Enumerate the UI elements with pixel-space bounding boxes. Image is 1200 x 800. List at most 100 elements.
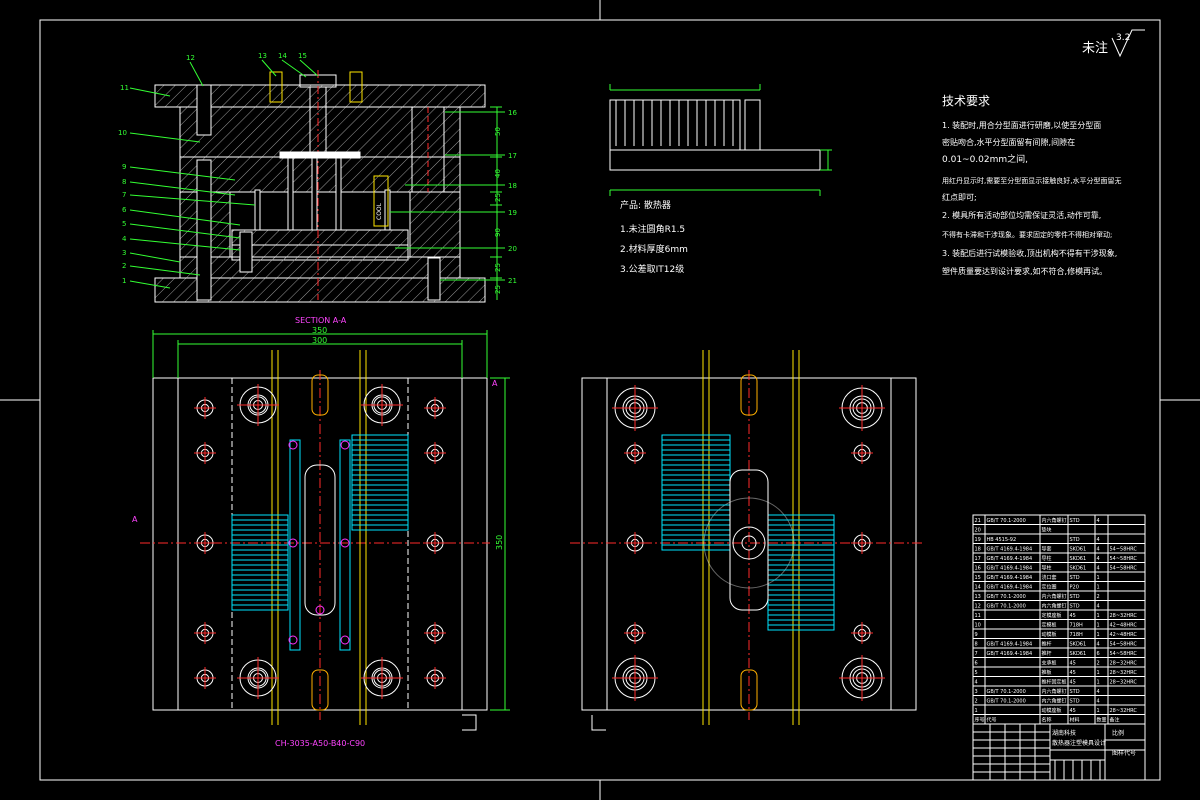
dim-350-width: 350: [312, 326, 327, 335]
callout-19: 19: [508, 209, 517, 217]
bom-cell: 垫块: [1042, 527, 1052, 534]
bom-cell: 4: [1097, 699, 1100, 705]
dim-25c: 25: [494, 285, 502, 294]
bom-cell: SKD61: [1070, 556, 1087, 562]
note-label: 未注: [1082, 41, 1108, 56]
bom-header-cell: 代号: [987, 717, 997, 724]
bom-cell: 内六角螺钉: [1042, 698, 1067, 705]
bom-cell: 1: [1097, 575, 1100, 581]
callout-20: 20: [508, 245, 517, 253]
dim-25b: 25: [494, 263, 502, 272]
product-drawing: [609, 84, 832, 196]
bom-cell: 21: [975, 518, 981, 524]
marker-a-left: A: [132, 515, 138, 524]
dim-300-width: 300: [312, 336, 327, 345]
bom-cell: STD: [1070, 604, 1080, 610]
callout-16: 16: [508, 109, 517, 117]
ejector-pin-hole: [288, 635, 298, 645]
bom-cell: GB/T 4169.4-1984: [987, 585, 1033, 591]
bom-cell: STD: [1070, 575, 1080, 581]
bom-cell: 12: [975, 604, 981, 610]
callout-14: 14: [278, 52, 287, 60]
bom-cell: 4: [1097, 689, 1100, 695]
plan-view-right: [570, 350, 925, 725]
bom-cell: GB/T 4169.4-1984: [987, 575, 1033, 581]
fin-block: [231, 514, 289, 611]
callout-numbers: 11 10 9 8 7 6 5 4 3 2 1 12 13 14 15 16 1…: [118, 52, 517, 285]
bom-cell: GB/T 70.1-2000: [987, 699, 1026, 705]
bom-cell: STD: [1070, 594, 1080, 600]
callout-leaders-right: [390, 111, 505, 281]
callout-7: 7: [122, 191, 126, 199]
bom-cell: 42~48HRC: [1110, 632, 1138, 638]
bom-cell: 内六角螺钉: [1042, 603, 1067, 610]
bom-cell: 16: [975, 566, 981, 572]
bom-cell: 1: [1097, 708, 1100, 714]
marker-a-right: A: [492, 379, 498, 388]
roughness-note: 未注 3.2: [1082, 29, 1145, 58]
bom-cell: 28~32HRC: [1110, 708, 1138, 714]
bom-cell: 4: [1097, 556, 1100, 562]
bom-cell: 1: [1097, 632, 1100, 638]
bom-cell: 1: [1097, 623, 1100, 629]
bom-cell: 5: [975, 670, 978, 676]
bom-cell: 推杆固定板: [1042, 679, 1067, 686]
fin-block: [767, 514, 835, 631]
tech-line-5: 红点即可;: [942, 192, 977, 202]
bom-cell: 支承板: [1042, 660, 1057, 667]
callout-17: 17: [508, 152, 517, 160]
bom-cell: 7: [975, 651, 978, 657]
bom-cell: GB/T 4169.4-1984: [987, 556, 1033, 562]
bom-cell: 内六角螺钉: [1042, 593, 1067, 600]
spacer-block-right: [409, 191, 461, 258]
ejector-retainer-plate: [231, 229, 409, 246]
product-item-3: 3.公差取IT12级: [620, 263, 684, 275]
bom-cell: SKD61: [1070, 566, 1087, 572]
support-plate: [179, 256, 461, 279]
bom-cell: 1: [1097, 670, 1100, 676]
mold-base-code: CH-3035-A50-B40-C90: [275, 739, 365, 748]
bom-cell: STD: [1070, 518, 1080, 524]
bom-cell: GB/T 4169.4-1984: [987, 642, 1033, 648]
callout-15: 15: [298, 52, 307, 60]
bom-header-cell: 备注: [1110, 717, 1120, 724]
drawing-code: 图样代号: [1112, 749, 1136, 757]
cavity-plate: [179, 106, 461, 158]
plan-dims: [152, 330, 510, 711]
bom-cell: 2: [1097, 661, 1100, 667]
bom-cell: 718H: [1070, 623, 1084, 629]
bom-cell: 2: [975, 699, 978, 705]
bom-cell: 14: [975, 585, 981, 591]
bom-cell: 28~32HRC: [1110, 670, 1138, 676]
plan-view-left: [140, 350, 490, 725]
bom-cell: GB/T 4169.4-1984: [987, 651, 1033, 657]
tech-title: 技术要求: [942, 94, 990, 108]
bom-cell: STD: [1070, 699, 1080, 705]
bom-cell: 54~58HRC: [1110, 642, 1138, 648]
bom-cell: 4: [1097, 537, 1100, 543]
dim-40: 40: [494, 169, 502, 178]
bom-cell: 718H: [1070, 632, 1084, 638]
bom-cell: 内六角螺钉: [1042, 517, 1067, 524]
bom-cell: 推杆: [1042, 641, 1052, 648]
bom-cell: STD: [1070, 689, 1080, 695]
screws: [196, 84, 441, 301]
bom-cell: 54~58HRC: [1110, 547, 1138, 553]
bom-cell: 导柱: [1042, 565, 1052, 572]
product-info: 产品: 散热器 1.未注圆角R1.5 2.材料厚度6mm 3.公差取IT12级: [620, 199, 688, 275]
ejector-pin-hole: [315, 605, 325, 615]
callout-18: 18: [508, 182, 517, 190]
callout-11: 11: [120, 84, 129, 92]
bom-cell: 54~58HRC: [1110, 651, 1138, 657]
return-pin-slot: [311, 374, 329, 416]
callout-12: 12: [186, 54, 195, 62]
svg-text:COOL: COOL: [376, 202, 383, 220]
bom-cell: 3: [975, 689, 978, 695]
school-name: 湖南科技: [1052, 729, 1076, 737]
dim-50: 50: [494, 127, 502, 136]
bom-cell: 45: [1070, 680, 1076, 686]
bom-cell: 推板: [1042, 669, 1052, 676]
